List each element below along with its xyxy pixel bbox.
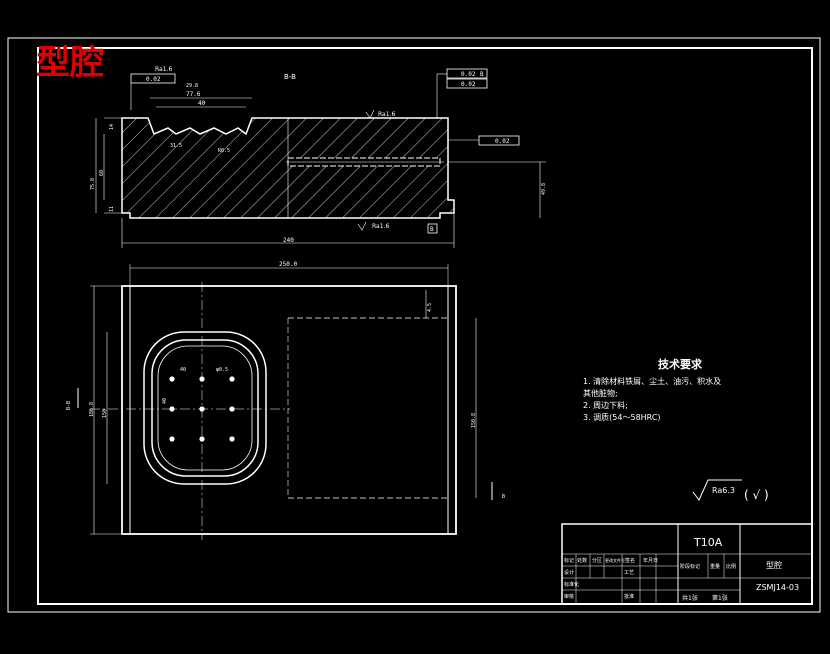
tb-label-3: 分区 <box>592 557 602 564</box>
dim-77: 77.6 <box>186 91 201 98</box>
tb-mid-2: 重量 <box>710 563 720 570</box>
dim-left-mid: 60 <box>99 170 105 176</box>
tb-label-1: 标记 <box>564 557 574 564</box>
hole <box>229 436 235 442</box>
plan-right: 150.8 <box>471 413 477 428</box>
roughness-symbol <box>692 479 742 501</box>
roughness-paren: ( √ ) <box>744 488 769 502</box>
tech-item-4: 3. 调质(54～58HRC) <box>583 412 661 422</box>
tech-heading: 技术要求 <box>658 357 703 371</box>
hole <box>169 406 175 412</box>
fcf-right-2 <box>446 78 488 89</box>
tech-requirements: 技术要求 1. 清除材料铁屑、尘土、油污、积水及 其他脏物; 2. 周边下料; … <box>583 357 721 422</box>
plan-width: 250.0 <box>279 261 297 268</box>
fcf-side-val: 0.02 <box>495 138 510 145</box>
general-roughness: Ra6.3 ( √ ) <box>692 479 769 502</box>
part-name: 型腔 <box>766 560 782 570</box>
hole <box>169 436 175 442</box>
section-mark-left: B-B <box>66 401 72 410</box>
tb-label-5: 签名 <box>625 557 635 564</box>
hole <box>229 406 235 412</box>
plan-height-inner: 150 <box>102 409 108 418</box>
hole <box>199 436 205 442</box>
dim-40: 40 <box>198 100 206 107</box>
roughness-groove: Ra1.6 <box>378 111 395 118</box>
tb-left-1: 设计 <box>564 569 574 576</box>
cavity-outer <box>143 331 267 485</box>
roughness-top-label: Ra1.6 <box>155 66 172 73</box>
outer-frame <box>7 37 821 613</box>
hole <box>229 376 235 382</box>
holes-dim-h: 40 <box>180 367 186 373</box>
tb-left-4: 工艺 <box>624 570 634 576</box>
sheet-number: 第1张 <box>712 594 728 602</box>
roughness-value: Ra6.3 <box>712 486 735 495</box>
red-title: 型腔 <box>36 43 104 83</box>
plan-top-right: 4.5 <box>427 303 433 312</box>
roughness-sym-2 <box>357 221 367 231</box>
dim-r05: R0.5 <box>218 148 230 154</box>
dim-31: 31.5 <box>170 143 182 149</box>
tb-label-6: 年月日 <box>643 557 658 564</box>
tech-item-1: 1. 清除材料铁屑、尘土、油污、积水及 <box>583 376 721 386</box>
tb-left-3: 审核 <box>564 593 574 600</box>
tb-mid-1: 阶段标记 <box>680 563 700 570</box>
hole <box>199 376 205 382</box>
fcf-right-2-val: 0.02 <box>461 81 476 88</box>
cavity-inner <box>151 339 259 477</box>
fcf-top-left-val: 0.02 <box>146 76 161 83</box>
dim-240: 240 <box>283 237 294 244</box>
sheet-total: 共1张 <box>682 594 698 602</box>
title-block: 标记 处数 分区 更改文件号 签名 年月日 设计 标准化 审核 工艺 批准 阶段… <box>561 523 813 605</box>
hole <box>199 406 205 412</box>
tb-left-5: 批准 <box>624 593 634 600</box>
plan-height-left: 186.8 <box>89 402 95 417</box>
dim-left-14: 14 <box>109 124 115 130</box>
holes-dim-v: 40 <box>162 398 168 404</box>
cavity-inner-2 <box>157 345 253 471</box>
fcf-right-1 <box>446 68 488 79</box>
dim-29: 29.8 <box>186 83 198 89</box>
section-mark-right: B <box>502 494 505 500</box>
material: T10A <box>693 536 723 549</box>
plan-outline <box>121 285 457 535</box>
dim-right-49: 49.8 <box>541 183 547 195</box>
tb-label-2: 处数 <box>577 557 587 564</box>
hole-pattern <box>169 376 235 442</box>
section-view: B-B 240 77.6 40 29.8 31.5 R0.5 0.02 Ra1.… <box>90 66 547 248</box>
section-label: B-B <box>284 73 296 81</box>
dim-left-total: 75.8 <box>90 178 96 190</box>
fcf-right-1-ref: B <box>480 71 484 78</box>
tb-label-4: 更改文件号 <box>605 557 625 563</box>
fcf-side <box>478 135 520 146</box>
fcf-top-left <box>130 73 176 84</box>
tech-item-3: 2. 周边下料; <box>583 400 628 410</box>
hole <box>169 376 175 382</box>
roughness-bottom: Ra1.6 <box>372 223 389 230</box>
title-block-frame <box>561 523 813 605</box>
tech-item-2: 其他脏物; <box>583 388 618 398</box>
hole-dia: φ0.5 <box>216 367 228 373</box>
drawing-number: ZSMJ14-03 <box>756 583 799 592</box>
datum-b: B <box>430 226 434 233</box>
dim-left-11: 11 <box>109 206 115 212</box>
tb-mid-3: 比例 <box>726 563 736 570</box>
datum-b-box <box>427 223 438 234</box>
plan-view: 40 40 φ0.5 250.0 186.8 150 B-B 150.8 4.5… <box>66 261 505 540</box>
inner-border <box>37 47 813 605</box>
tb-left-2: 标准化 <box>564 581 579 588</box>
fcf-right-1-val: 0.02 <box>461 71 476 78</box>
roughness-sym-1 <box>365 109 375 119</box>
